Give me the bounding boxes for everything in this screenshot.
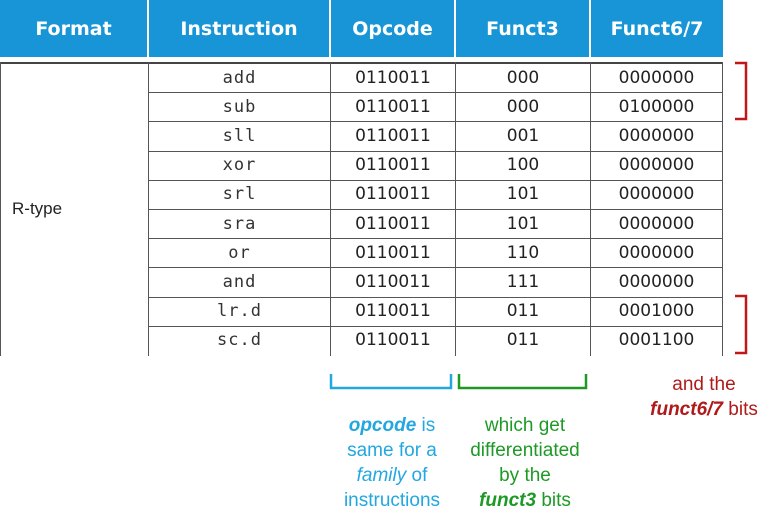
cell-instruction: add: [222, 67, 257, 88]
cell-funct67: 0000000: [618, 125, 695, 146]
cell-funct67: 0000000: [618, 213, 695, 234]
cell-instruction: sc.d: [217, 330, 262, 351]
annotation-opcode: opcode is same for a family of instructi…: [343, 415, 441, 511]
cell-opcode: 0110011: [355, 96, 431, 117]
annotation-funct67: and the funct6/7 bits: [650, 374, 758, 420]
bracket-green: [457, 374, 588, 390]
cell-instruction: lr.d: [217, 301, 262, 322]
cell-opcode: 0110011: [355, 301, 431, 322]
cell-funct3: 110: [506, 242, 540, 263]
cell-funct3: 111: [506, 271, 540, 292]
cell-opcode: 0110011: [355, 330, 431, 351]
cell-opcode: 0110011: [355, 155, 431, 176]
cell-funct3: 101: [506, 184, 540, 205]
cell-funct3: 011: [506, 301, 540, 322]
header-instruction: Instruction: [149, 0, 329, 57]
cell-funct3: 101: [506, 213, 540, 234]
cell-funct67: 0000000: [618, 67, 695, 88]
cell-opcode: 0110011: [355, 125, 431, 146]
cell-instruction: sub: [222, 96, 257, 117]
header-opcode: Opcode: [331, 0, 454, 57]
cell-instruction: sll: [222, 125, 257, 146]
cell-opcode: 0110011: [355, 213, 431, 234]
cell-opcode: 0110011: [355, 242, 431, 263]
cell-funct3: 100: [506, 155, 540, 176]
cell-opcode: 0110011: [355, 184, 431, 205]
cell-funct67: 0001100: [618, 330, 695, 351]
cell-funct67: 0000000: [618, 184, 695, 205]
bracket-red-bottom: [735, 294, 748, 355]
cell-funct67: 0000000: [618, 155, 695, 176]
cell-instruction: or: [228, 242, 251, 263]
annotation-funct3: which get differentiated by the funct3 b…: [470, 415, 580, 511]
cell-instruction: and: [222, 271, 257, 292]
bracket-blue: [329, 374, 453, 390]
cell-funct67: 0100000: [618, 96, 695, 117]
bracket-red-top: [735, 61, 748, 121]
cell-funct67: 0000000: [618, 271, 695, 292]
cell-opcode: 0110011: [355, 271, 431, 292]
cell-funct3: 000: [506, 67, 540, 88]
cell-instruction: sra: [222, 213, 257, 234]
format-r-type: R-type: [12, 199, 63, 218]
cell-funct3: 000: [506, 96, 540, 117]
cell-funct67: 0000000: [618, 242, 695, 263]
cell-instruction: srl: [222, 184, 257, 205]
cell-funct3: 001: [506, 125, 540, 146]
header-funct3: Funct3: [456, 0, 589, 57]
cell-funct3: 011: [506, 330, 540, 351]
header-format: Format: [0, 0, 147, 57]
cell-opcode: 0110011: [355, 67, 431, 88]
cell-instruction: xor: [222, 155, 257, 176]
cell-funct67: 0001000: [618, 301, 695, 322]
header-funct67: Funct6/7: [591, 0, 723, 57]
